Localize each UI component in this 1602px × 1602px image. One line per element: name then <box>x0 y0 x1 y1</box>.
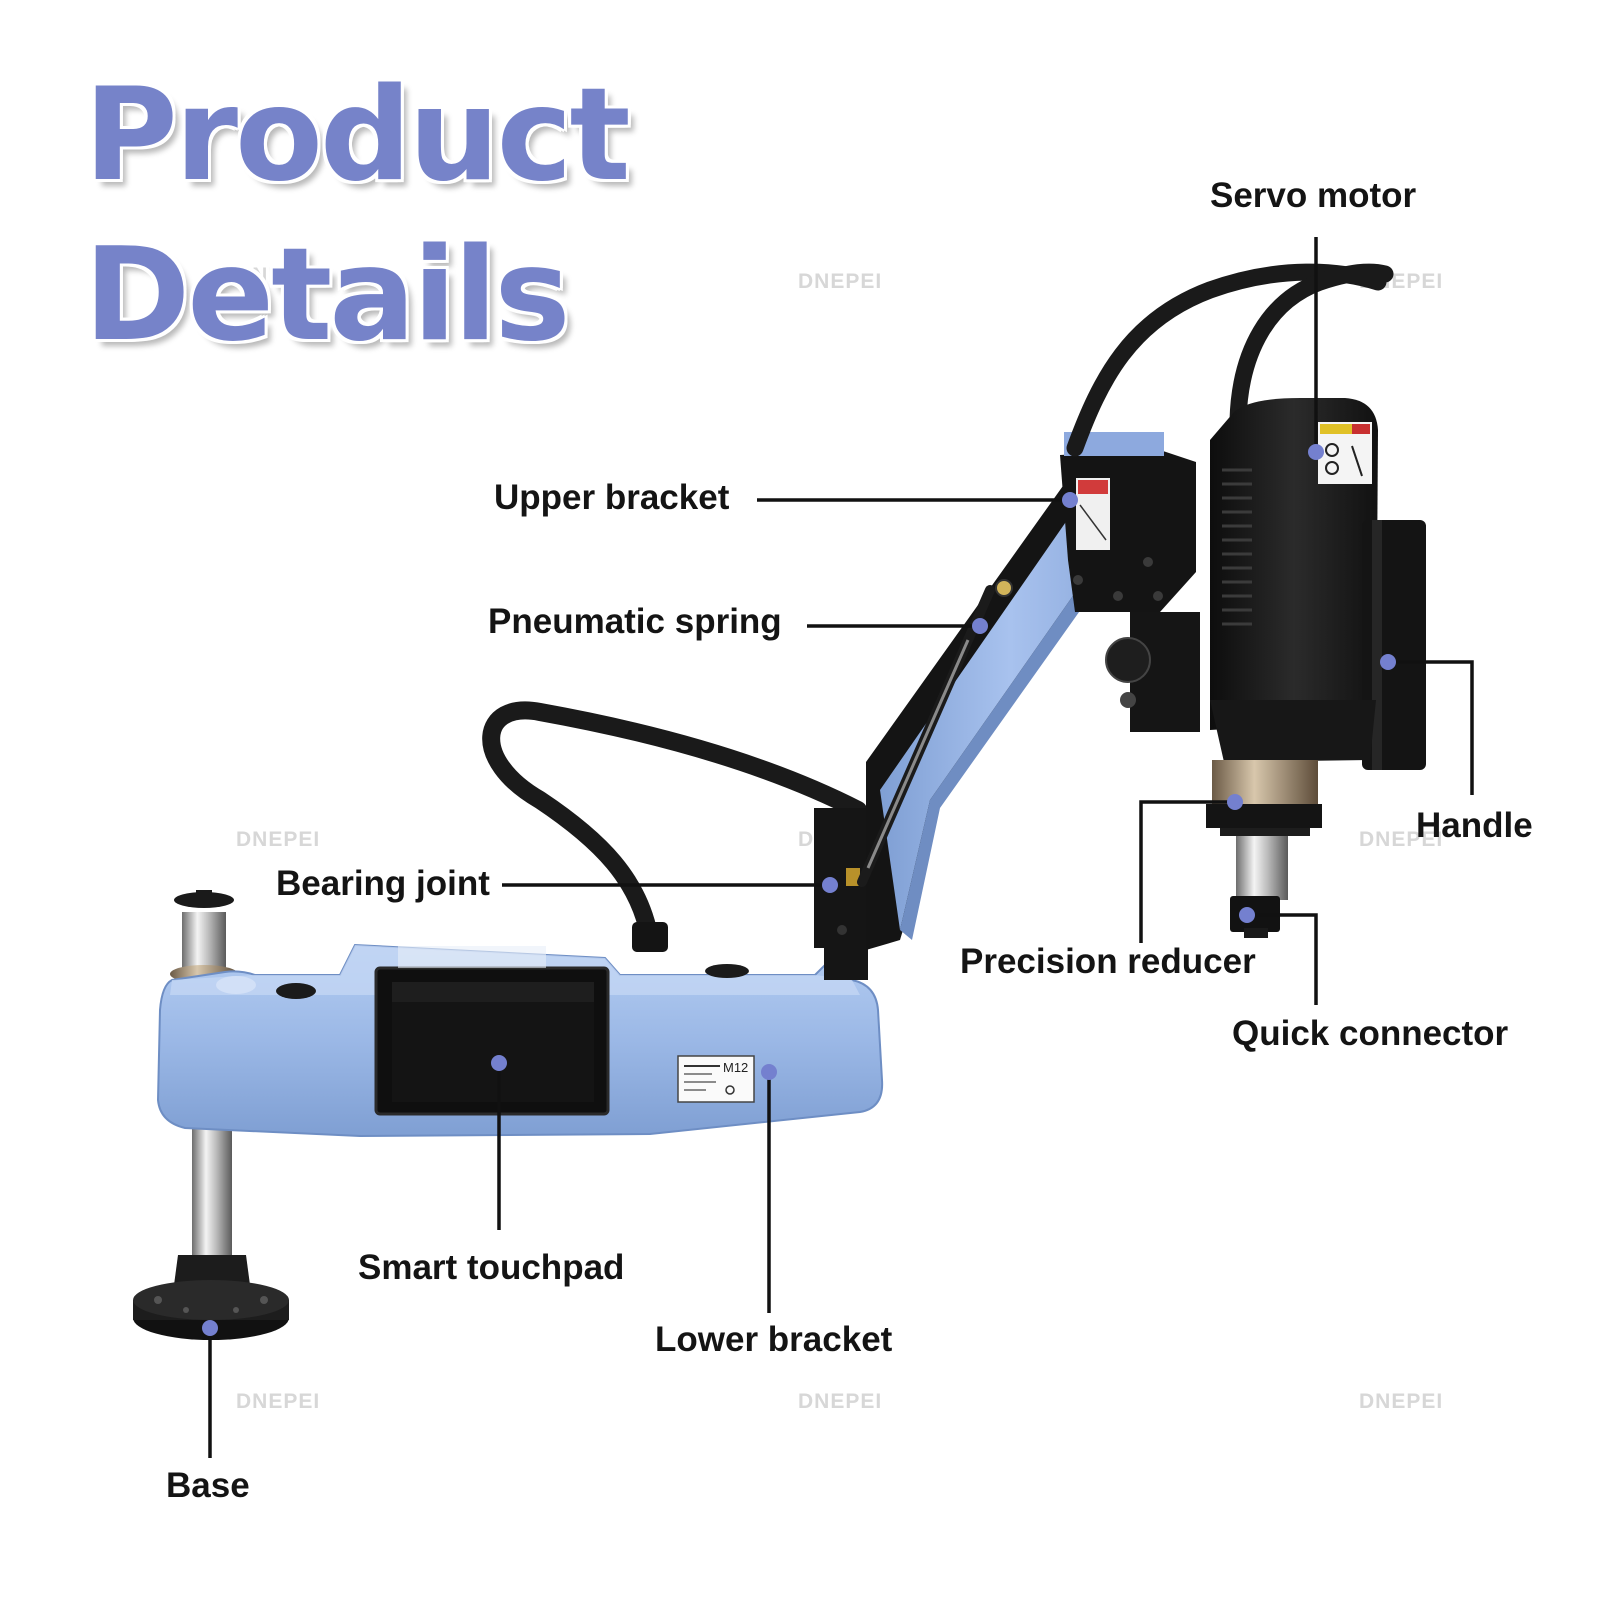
bearing-joint-block <box>814 808 870 980</box>
watermark: DNEPEI <box>798 1390 883 1413</box>
label-upper-bracket: Upper bracket <box>494 478 730 517</box>
precision-reducer <box>1206 760 1322 836</box>
label-pneumatic-spring: Pneumatic spring <box>488 602 782 641</box>
page-title-line-1: Product <box>84 61 631 210</box>
marker-precision-reducer <box>1227 794 1243 810</box>
page-title-line-2: Details <box>84 221 571 370</box>
servo-motor-housing <box>1210 398 1426 770</box>
marker-quick-connector <box>1239 907 1255 923</box>
lower-cable <box>482 701 867 949</box>
label-precision-reducer: Precision reducer <box>960 942 1256 981</box>
marker-servo-motor <box>1308 444 1324 460</box>
label-lower-bracket: Lower bracket <box>655 1320 893 1359</box>
top-post <box>170 890 238 983</box>
lower-bracket-body: M12 <box>156 943 884 1138</box>
label-smart-touchpad: Smart touchpad <box>358 1248 625 1287</box>
label-handle: Handle <box>1416 806 1533 845</box>
quick-connector <box>1230 836 1288 938</box>
upper-cable-2 <box>1229 263 1394 429</box>
label-bearing-joint: Bearing joint <box>276 864 490 903</box>
watermark: DNEPEI <box>1359 1390 1444 1413</box>
label-base: Base <box>166 1466 250 1505</box>
marker-lower-bracket <box>761 1064 777 1080</box>
watermark: DNEPEI <box>798 270 883 293</box>
leader-lines <box>208 237 1474 1458</box>
marker-base <box>202 1320 218 1336</box>
watermark: DNEPEI <box>1359 828 1444 851</box>
watermark: DNEPEI <box>236 828 321 851</box>
nameplate-model: M12 <box>723 1060 748 1075</box>
watermark: DNEPEI <box>236 264 321 287</box>
marker-bearing-joint <box>822 877 838 893</box>
label-servo-motor: Servo motor <box>1210 176 1417 215</box>
marker-smart-touchpad <box>491 1055 507 1071</box>
watermark: DNEPEI <box>236 1390 321 1413</box>
marker-upper-bracket <box>1062 492 1078 508</box>
upper-bracket-block <box>1060 432 1200 732</box>
marker-dots <box>202 444 1396 1336</box>
marker-handle <box>1380 654 1396 670</box>
label-quick-connector: Quick connector <box>1232 1014 1509 1053</box>
column-post <box>133 1120 289 1340</box>
marker-pneumatic-spring <box>972 618 988 634</box>
